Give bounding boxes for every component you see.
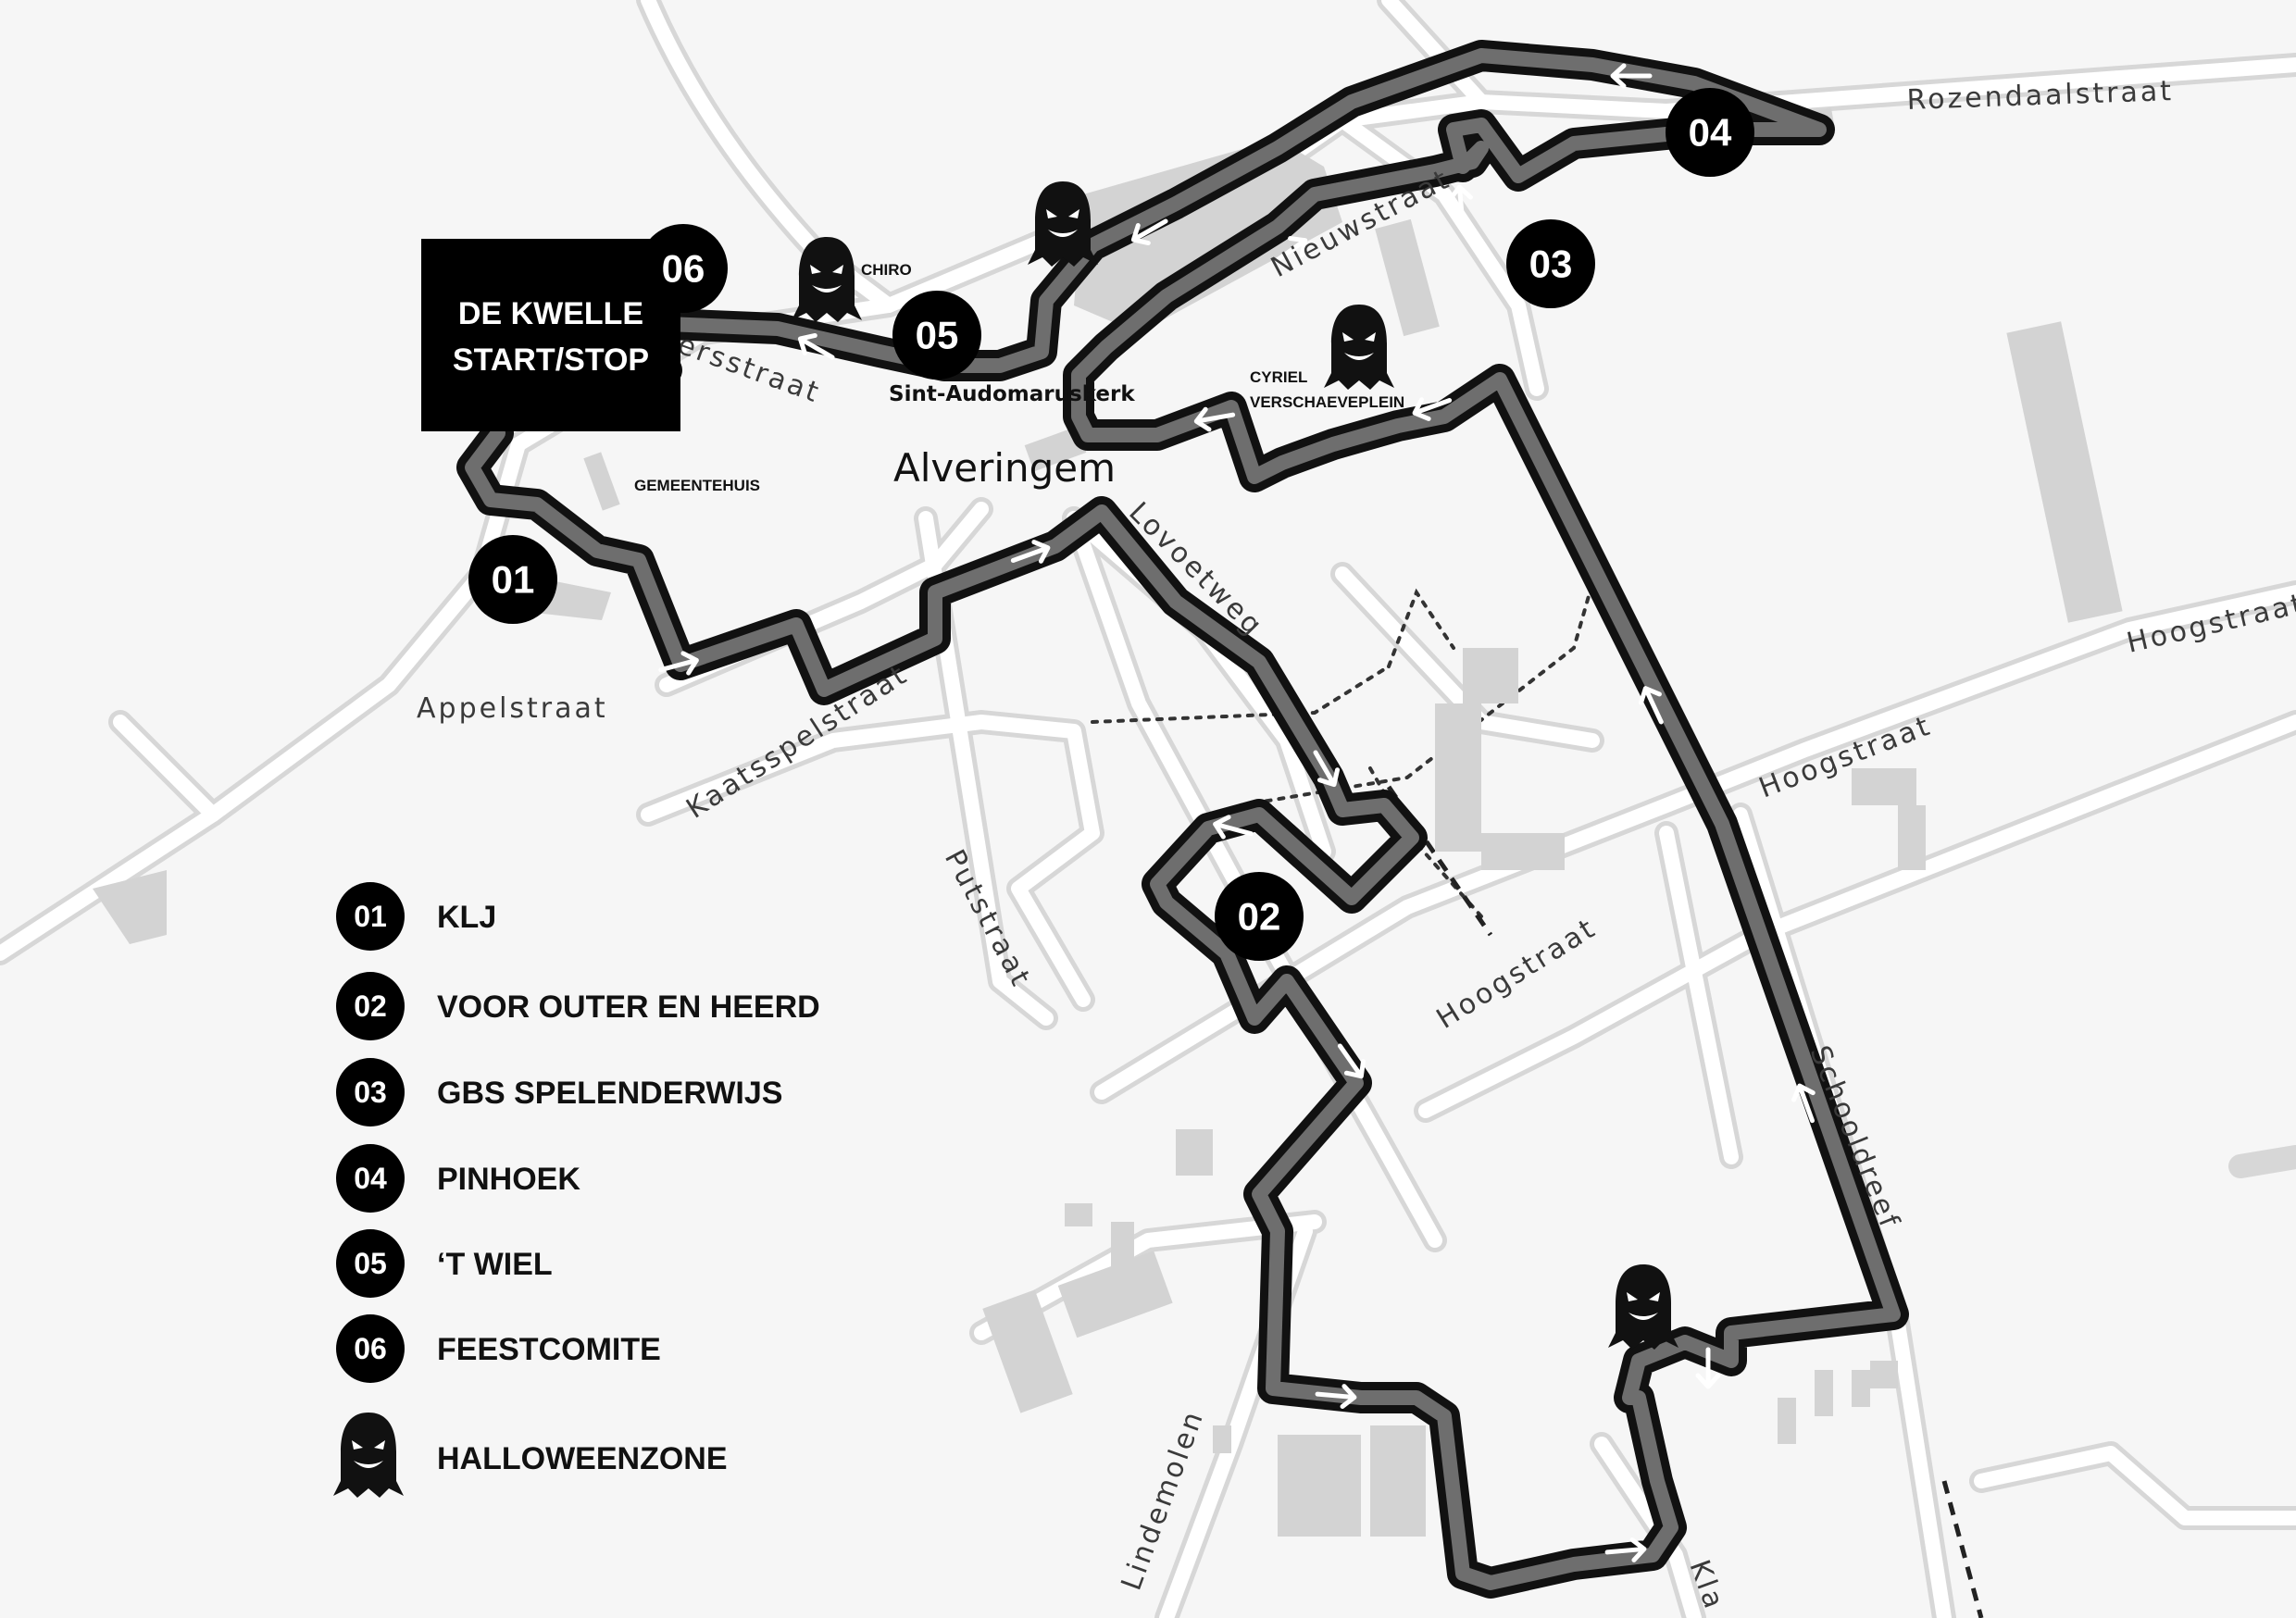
svg-text:PINHOEK: PINHOEK bbox=[437, 1162, 580, 1197]
legend: 01 KLJ 02 VOOR OUTER EN HEERD 03 GBS SPE… bbox=[333, 882, 820, 1498]
ghost-icon bbox=[333, 1413, 404, 1498]
ghost-icon bbox=[1608, 1264, 1678, 1350]
street-hoogstraat-east: Hoogstraat bbox=[2124, 587, 2296, 659]
route-arrow-icon bbox=[1010, 540, 1051, 564]
route-arrow-icon bbox=[658, 651, 699, 676]
gemeentehuis-label: GEMEENTEHUIS bbox=[634, 477, 760, 494]
route-arrow-icon bbox=[1610, 63, 1653, 89]
stop-badge-06: 06 bbox=[639, 224, 728, 313]
start-subtitle: START/STOP bbox=[453, 342, 649, 378]
stop-badge-03: 03 bbox=[1506, 219, 1595, 308]
legend-item-01: 01 KLJ bbox=[336, 882, 496, 951]
svg-text:GBS SPELENDERWIJS: GBS SPELENDERWIJS bbox=[437, 1076, 782, 1111]
street-hoogstraat-south: Hoogstraat bbox=[1431, 912, 1603, 1036]
route-arrow-icon bbox=[1193, 406, 1236, 432]
svg-text:01: 01 bbox=[354, 900, 387, 933]
route-arrow-icon bbox=[1313, 750, 1341, 788]
route-arrows bbox=[658, 63, 1816, 1562]
svg-text:04: 04 bbox=[1689, 111, 1732, 155]
map-stop-badges: 06 05 01 02 03 04 bbox=[468, 88, 1754, 961]
route-arrow-icon bbox=[1315, 1384, 1357, 1409]
legend-item-05: 05 ‘T WIEL bbox=[336, 1229, 553, 1298]
route-arrow-icon bbox=[1604, 1537, 1647, 1562]
svg-text:05: 05 bbox=[916, 314, 959, 357]
legend-item-06: 06 FEESTCOMITE bbox=[336, 1314, 661, 1383]
stop-badge-01: 01 bbox=[468, 535, 557, 624]
svg-text:06: 06 bbox=[354, 1332, 387, 1365]
svg-text:FEESTCOMITE: FEESTCOMITE bbox=[437, 1332, 661, 1367]
cyriel-label-2: VERSCHAEVEPLEIN bbox=[1250, 393, 1404, 411]
route-arrow-icon bbox=[1130, 218, 1168, 246]
street-appelstraat: Appelstraat bbox=[417, 692, 608, 725]
route-arrow-icon bbox=[1638, 686, 1664, 725]
route-arrow-icon bbox=[1448, 184, 1473, 227]
svg-text:02: 02 bbox=[1238, 895, 1281, 939]
route-arrow-icon bbox=[1791, 1083, 1816, 1124]
start-stop-box: DE KWELLE START/STOP bbox=[421, 239, 680, 431]
svg-text:HALLOWEENZONE: HALLOWEENZONE bbox=[437, 1441, 728, 1476]
route-arrow-icon bbox=[1272, 236, 1308, 265]
svg-text:04: 04 bbox=[354, 1162, 387, 1195]
stop-badge-04: 04 bbox=[1666, 88, 1754, 177]
buildings bbox=[93, 107, 2123, 1537]
legend-item-04: 04 PINHOEK bbox=[336, 1144, 580, 1213]
svg-text:VOOR OUTER EN HEERD: VOOR OUTER EN HEERD bbox=[437, 989, 820, 1025]
svg-text:02: 02 bbox=[354, 989, 387, 1023]
route-arrow-icon bbox=[1695, 1347, 1721, 1389]
town-name: Alveringem bbox=[893, 445, 1116, 491]
church-label: Sint-Audomaruskerk bbox=[889, 382, 1135, 406]
stop-badge-05: 05 bbox=[892, 291, 981, 380]
stop-badge-02: 02 bbox=[1215, 872, 1304, 961]
legend-item-halloween: HALLOWEENZONE bbox=[333, 1413, 728, 1498]
cyriel-label-1: CYRIEL bbox=[1250, 368, 1307, 386]
legend-item-02: 02 VOOR OUTER EN HEERD bbox=[336, 972, 820, 1040]
legend-item-03: 03 GBS SPELENDERWIJS bbox=[336, 1058, 782, 1126]
route-line bbox=[456, 40, 1909, 1599]
svg-text:05: 05 bbox=[354, 1247, 387, 1280]
svg-text:‘T WIEL: ‘T WIEL bbox=[437, 1247, 553, 1282]
svg-text:KLJ: KLJ bbox=[437, 900, 496, 935]
start-title: DE KWELLE bbox=[458, 296, 643, 331]
svg-text:01: 01 bbox=[492, 558, 535, 602]
route-arrow-icon bbox=[1213, 815, 1254, 840]
route-arrow-icon bbox=[1412, 397, 1453, 421]
svg-text:03: 03 bbox=[354, 1076, 387, 1109]
route-arrow-icon bbox=[1337, 1043, 1366, 1079]
ghost-icon bbox=[1324, 305, 1394, 390]
svg-text:06: 06 bbox=[662, 247, 705, 291]
chiro-label: CHIRO bbox=[861, 261, 912, 279]
svg-text:03: 03 bbox=[1529, 243, 1573, 286]
route-arrow-icon bbox=[797, 332, 835, 360]
